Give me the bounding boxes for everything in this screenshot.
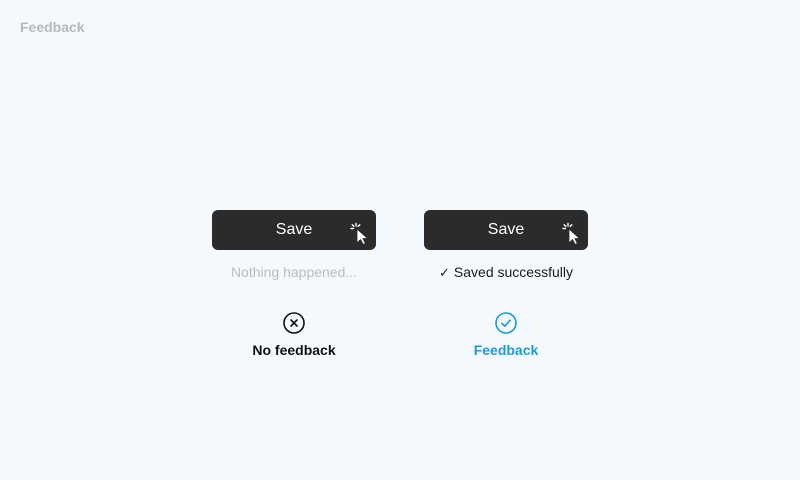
status-text: Saved successfully xyxy=(453,264,573,280)
save-button-label: Save xyxy=(487,221,525,238)
save-button-label: Save xyxy=(275,221,313,238)
page-title: Feedback xyxy=(20,19,85,35)
feedback-example: Save ✓Saved successfully Feedback xyxy=(424,210,588,359)
save-button[interactable]: Save xyxy=(212,210,376,250)
no-feedback-example: Save Nothing happened... No feedback xyxy=(212,210,376,359)
click-cursor-icon xyxy=(562,222,580,245)
outcome-label: Feedback xyxy=(473,342,539,358)
outcome-label: No feedback xyxy=(252,342,336,358)
check-circle-icon xyxy=(495,312,517,334)
click-cursor-icon xyxy=(350,222,368,245)
status-message: Nothing happened... xyxy=(231,263,357,281)
status-text: Nothing happened... xyxy=(230,264,358,280)
x-circle-icon xyxy=(283,312,305,334)
status-message: ✓Saved successfully xyxy=(439,263,573,281)
save-button[interactable]: Save xyxy=(424,210,588,250)
checkmark-icon: ✓ xyxy=(439,265,450,280)
